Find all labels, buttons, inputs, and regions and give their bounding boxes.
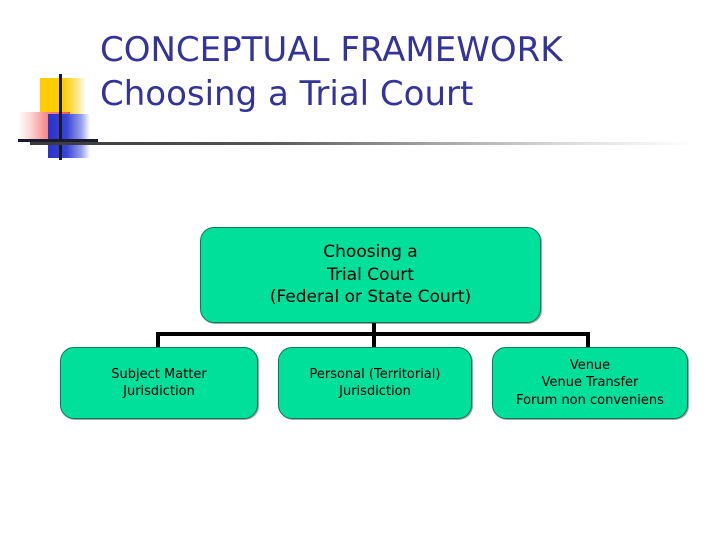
crosshair-horizontal-icon [18, 139, 98, 142]
node-personal-territorial-jurisdiction[interactable]: Personal (Territorial)Jurisdiction [278, 347, 472, 419]
slide-title: CONCEPTUAL FRAMEWORK Choosing a Trial Co… [100, 28, 700, 116]
title-line-2: Choosing a Trial Court [100, 74, 474, 114]
crosshair-vertical-icon [59, 74, 62, 160]
connector-drop-subject-matter [156, 332, 160, 348]
connector-root-stem [372, 322, 376, 336]
blends-square-motif-icon [18, 74, 98, 160]
title-underline-rule [30, 142, 695, 145]
connector-drop-personal [372, 332, 376, 348]
node-label: Personal (Territorial)Jurisdiction [309, 366, 441, 399]
blue-square-icon [48, 114, 90, 158]
yellow-square-icon [40, 78, 86, 118]
title-line-1: CONCEPTUAL FRAMEWORK [100, 30, 563, 70]
connector-drop-venue [586, 332, 590, 348]
